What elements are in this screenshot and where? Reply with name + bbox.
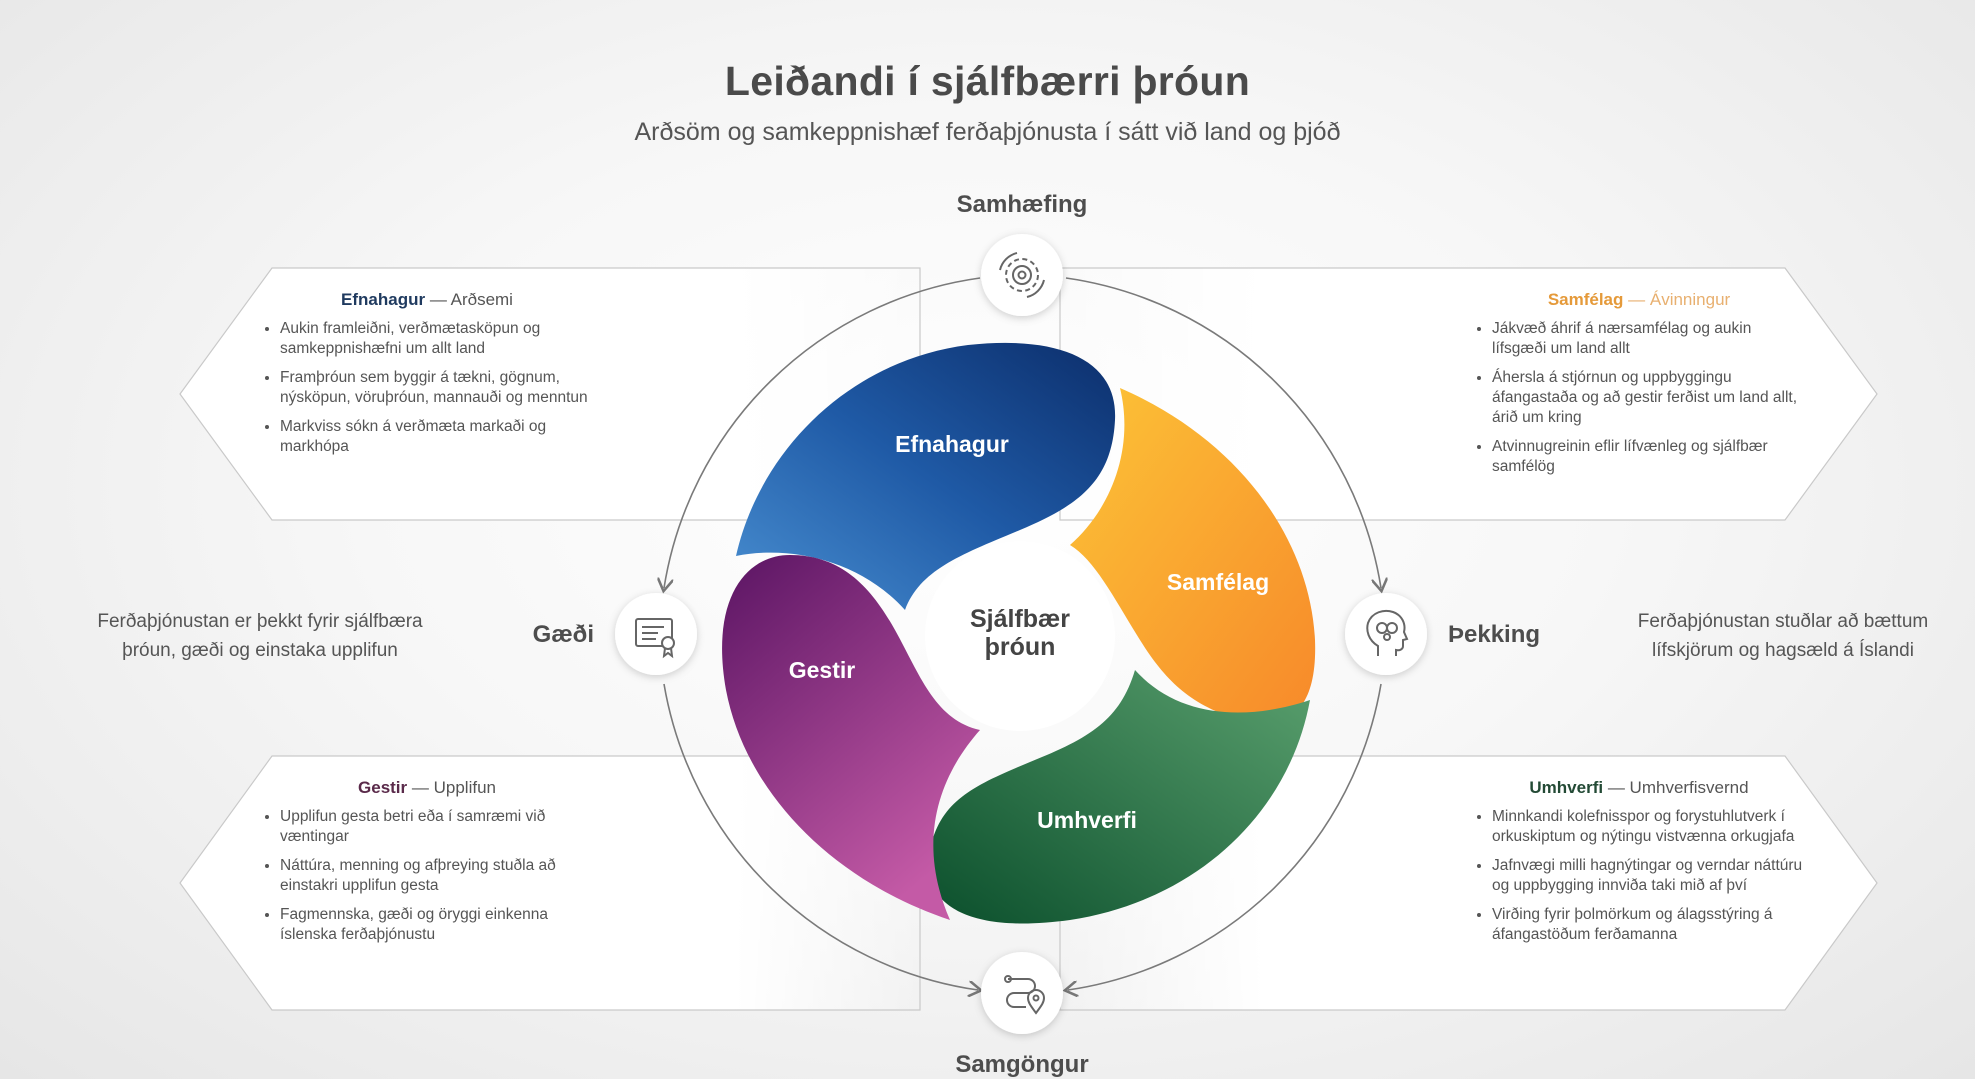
panel-efnahagur: Efnahagur — Arðsemi Aukin framleiðni, ve… xyxy=(262,290,592,466)
side-text-right: Ferðaþjónustan stuðlar að bættum lífskjö… xyxy=(1637,611,1929,661)
petal-label-efnahagur: Efnahagur xyxy=(895,431,1009,457)
certificate-icon xyxy=(635,618,675,659)
arrow-top-to-right xyxy=(1065,277,1381,588)
panel-dash: — xyxy=(1623,290,1650,309)
panel-header: Efnahagur — Arðsemi xyxy=(262,290,592,310)
petal-umhverfi xyxy=(928,670,1310,924)
panel-dash: — xyxy=(407,778,434,797)
panel-dash: — xyxy=(1603,778,1630,797)
petal-gestir xyxy=(722,555,980,920)
center-label-line2: þróun xyxy=(985,633,1056,661)
panel-subtitle: Upplifun xyxy=(433,778,496,797)
panel-dash: — xyxy=(425,290,451,309)
list-item: Náttúra, menning og afþreying stuðla að … xyxy=(280,856,592,896)
panel-subtitle: Ávinningur xyxy=(1649,290,1731,309)
list-item: Áhersla á stjórnun og uppbyggingu áfanga… xyxy=(1492,368,1804,428)
panel-list: Jákvæð áhrif á nærsamfélag og aukin lífs… xyxy=(1474,319,1804,477)
panel-list: Minnkandi kolefnisspor og forystuhlutver… xyxy=(1474,807,1804,945)
list-item: Markviss sókn á verðmæta markaði og mark… xyxy=(280,417,592,457)
head-icon xyxy=(1366,609,1409,656)
route-icon xyxy=(1004,975,1046,1015)
petal-efnahagur xyxy=(736,342,1116,610)
panel-shape-top-left xyxy=(179,267,921,521)
petal-samfelag xyxy=(1070,388,1316,724)
node-label-left: Gæði xyxy=(533,621,594,648)
panel-gestir: Gestir — Upplifun Upplifun gesta betri e… xyxy=(262,778,592,954)
list-item: Upplifun gesta betri eða í samræmi við v… xyxy=(280,807,592,847)
arrow-left-to-bottom xyxy=(663,683,978,990)
panel-list: Aukin framleiðni, verðmætasköpun og samk… xyxy=(262,319,592,457)
node-bottom xyxy=(981,952,1063,1034)
panel-list: Upplifun gesta betri eða í samræmi við v… xyxy=(262,807,592,945)
petal-label-gestir: Gestir xyxy=(789,657,856,683)
panel-header: Gestir — Upplifun xyxy=(262,778,592,798)
panel-name: Samfélag xyxy=(1547,290,1624,309)
petal-label-umhverfi: Umhverfi xyxy=(1037,807,1137,833)
arrow-right-to-bottom xyxy=(1068,683,1382,990)
panel-name: Umhverfi xyxy=(1529,778,1604,797)
node-label-bottom: Samgöngur xyxy=(955,1051,1088,1078)
panel-subtitle: Arðsemi xyxy=(450,290,513,309)
page-subtitle: Arðsöm og samkeppnishæf ferðaþjónusta í … xyxy=(634,118,1341,146)
center-label-line1: Sjálfbær xyxy=(970,605,1070,633)
list-item: Aukin framleiðni, verðmætasköpun og samk… xyxy=(280,319,592,359)
list-item: Jákvæð áhrif á nærsamfélag og aukin lífs… xyxy=(1492,319,1804,359)
panel-header: Umhverfi — Umhverfisvernd xyxy=(1474,778,1804,798)
arrow-top-to-left xyxy=(664,277,981,588)
list-item: Virðing fyrir þolmörkum og álagsstýring … xyxy=(1492,905,1804,945)
panel-shape-bottom-right xyxy=(1059,755,1878,1011)
panel-samfelag: Samfélag — Ávinningur Jákvæð áhrif á nær… xyxy=(1474,290,1804,486)
node-top xyxy=(981,234,1063,316)
panel-name: Efnahagur xyxy=(341,290,426,309)
node-right xyxy=(1345,593,1427,675)
list-item: Minnkandi kolefnisspor og forystuhlutver… xyxy=(1492,807,1804,847)
list-item: Atvinnugreinin eflir lífvænleg og sjálfb… xyxy=(1492,437,1804,477)
panel-name: Gestir xyxy=(358,778,408,797)
panel-header: Samfélag — Ávinningur xyxy=(1474,290,1804,310)
list-item: Fagmennska, gæði og öryggi einkenna ísle… xyxy=(280,905,592,945)
gear-icon xyxy=(999,252,1045,298)
petal-label-samfelag: Samfélag xyxy=(1167,569,1269,595)
side-text-left: Ferðaþjónustan er þekkt fyrir sjálfbæra … xyxy=(97,611,423,661)
list-item: Framþróun sem byggir á tækni, gögnum, ný… xyxy=(280,368,592,408)
page-title: Leiðandi í sjálfbærri þróun xyxy=(724,58,1251,104)
node-label-right: Þekking xyxy=(1448,621,1540,648)
center-circle xyxy=(925,541,1115,731)
panel-umhverfi: Umhverfi — Umhverfisvernd Minnkandi kole… xyxy=(1474,778,1804,954)
node-left xyxy=(615,593,697,675)
node-label-top: Samhæfing xyxy=(957,191,1088,218)
panel-subtitle: Umhverfisvernd xyxy=(1629,778,1749,797)
list-item: Jafnvægi milli hagnýtingar og verndar ná… xyxy=(1492,856,1804,896)
